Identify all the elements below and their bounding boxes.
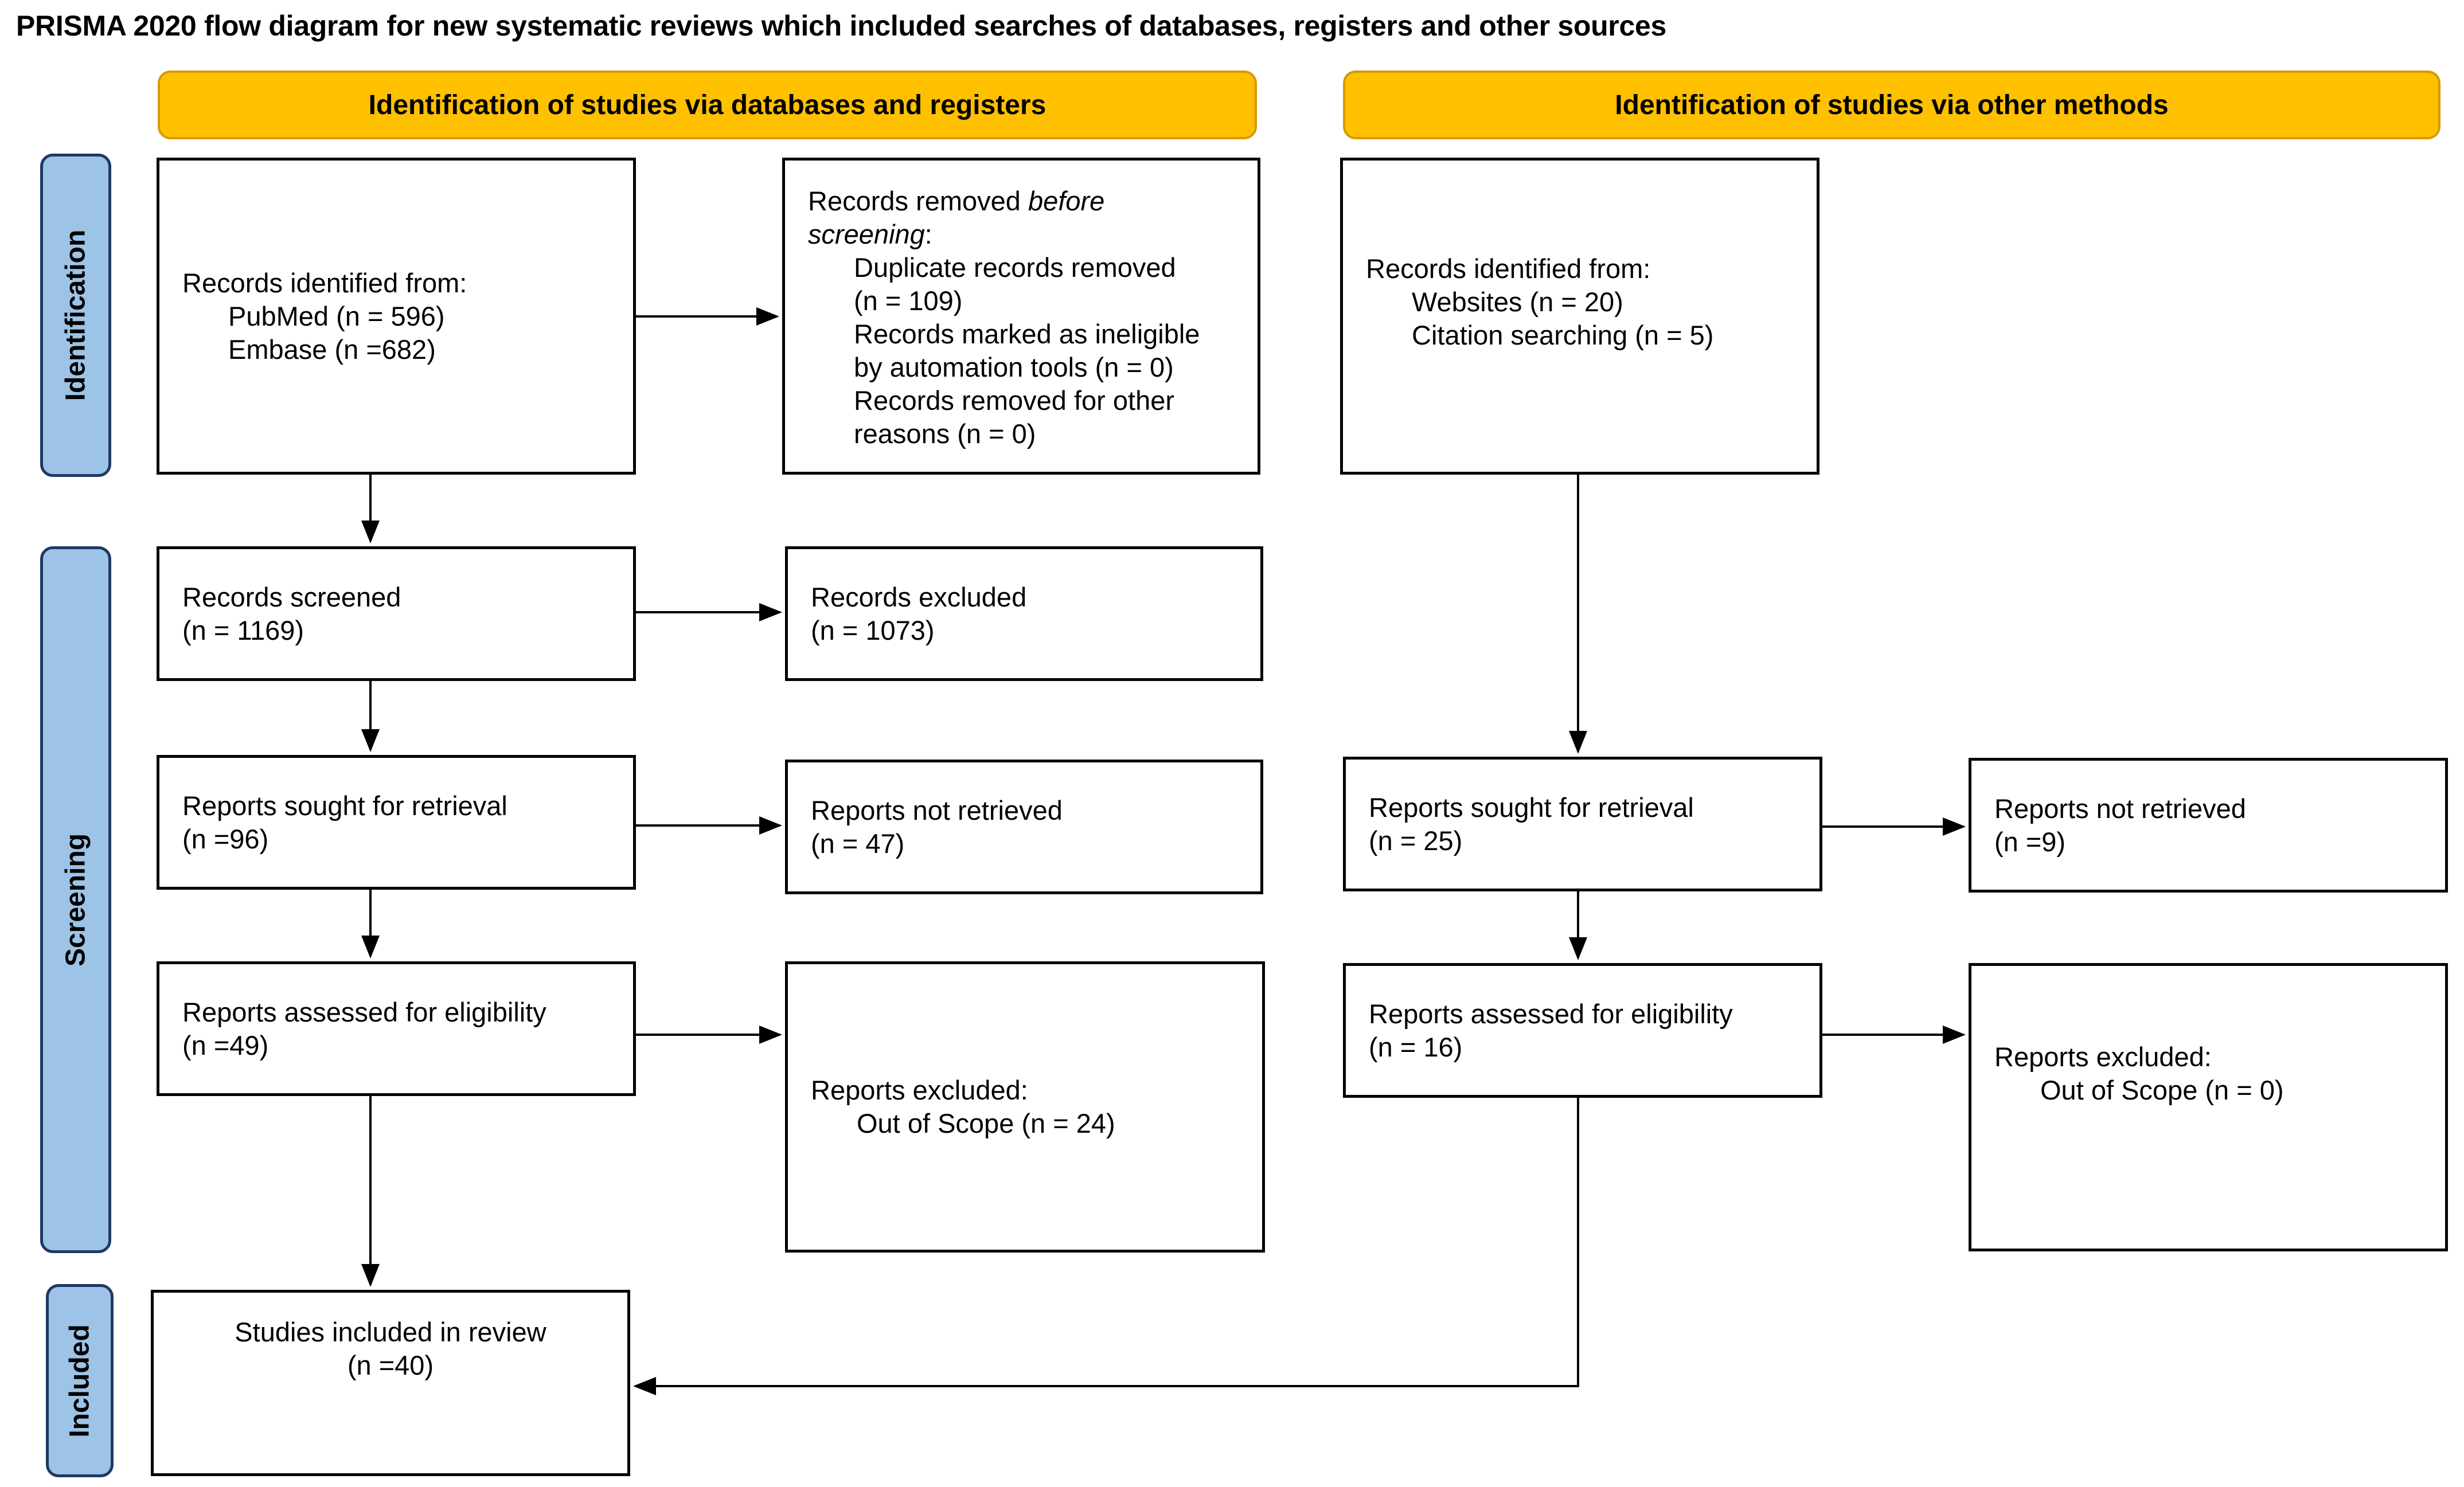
db-removed-automation-n: by automation tools (n = 0): [854, 352, 1174, 382]
other-reports-sought-box: Reports sought for retrieval (n = 25): [1343, 757, 1822, 891]
db-sought-label: Reports sought for retrieval: [182, 790, 507, 821]
db-records-excluded-box: Records excluded (n = 1073): [785, 546, 1263, 681]
db-reports-excluded-box: Reports excluded: Out of Scope (n = 24): [785, 961, 1265, 1253]
other-sought-label: Reports sought for retrieval: [1369, 792, 1694, 823]
db-removed-heading-cont: screening:: [808, 219, 932, 249]
other-assessed-label: Reports assessed for eligibility: [1369, 998, 1733, 1029]
other-reports-excluded-box: Reports excluded: Out of Scope (n = 0): [1969, 963, 2448, 1251]
db-identified-embase: Embase (n =682): [228, 334, 436, 365]
db-reports-assessed-box: Reports assessed for eligibility (n =49): [157, 961, 636, 1096]
db-removed-duplicates: Duplicate records removed: [854, 252, 1176, 283]
other-not-retrieved-n: (n =9): [1994, 826, 2066, 857]
db-removed-heading: Records removed before: [808, 186, 1105, 216]
db-assessed-n: (n =49): [182, 1030, 269, 1061]
db-removed-duplicates-n: (n = 109): [854, 285, 963, 316]
db-records-screened-box: Records screened (n = 1169): [157, 546, 636, 681]
db-sought-n: (n =96): [182, 823, 269, 854]
db-not-retrieved-n: (n = 47): [811, 828, 905, 859]
db-screened-label: Records screened: [182, 581, 401, 612]
other-reports-excluded-reason: Out of Scope (n = 0): [2040, 1075, 2284, 1105]
phase-screening: Screening: [40, 546, 111, 1253]
db-assessed-label: Reports assessed for eligibility: [182, 996, 546, 1027]
other-reports-assessed-box: Reports assessed for eligibility (n = 16…: [1343, 963, 1822, 1098]
db-reports-sought-box: Reports sought for retrieval (n =96): [157, 755, 636, 890]
db-reports-not-retrieved-box: Reports not retrieved (n = 47): [785, 760, 1263, 894]
db-excluded-label: Records excluded: [811, 581, 1027, 612]
studies-included-box: Studies included in review (n =40): [151, 1290, 630, 1476]
db-excluded-n: (n = 1073): [811, 615, 935, 645]
diagram-title: PRISMA 2020 flow diagram for new systema…: [16, 10, 1666, 42]
db-reports-excluded-label: Reports excluded:: [811, 1075, 1028, 1105]
phase-included: Included: [46, 1284, 114, 1477]
other-reports-not-retrieved-box: Reports not retrieved (n =9): [1969, 758, 2448, 893]
other-not-retrieved-label: Reports not retrieved: [1994, 793, 2246, 824]
db-removed-automation: Records marked as ineligible: [854, 319, 1200, 349]
header-databases-registers: Identification of studies via databases …: [158, 71, 1257, 139]
db-records-identified-box: Records identified from: PubMed (n = 596…: [157, 158, 636, 475]
included-label: Studies included in review: [235, 1317, 546, 1347]
other-assessed-n: (n = 16): [1369, 1031, 1463, 1062]
db-identified-heading: Records identified from:: [182, 267, 467, 298]
db-identified-pubmed: PubMed (n = 596): [228, 300, 445, 331]
other-records-identified-box: Records identified from: Websites (n = 2…: [1340, 158, 1819, 475]
other-reports-excluded-label: Reports excluded:: [1994, 1042, 2212, 1072]
db-screened-n: (n = 1169): [182, 615, 304, 645]
db-reports-excluded-reason: Out of Scope (n = 24): [857, 1108, 1115, 1138]
phase-identification: Identification: [40, 154, 111, 477]
other-identified-websites: Websites (n = 20): [1412, 287, 1623, 317]
other-identified-citation: Citation searching (n = 5): [1412, 320, 1714, 350]
db-records-removed-box: Records removed before screening: Duplic…: [782, 158, 1260, 475]
header-other-methods: Identification of studies via other meth…: [1343, 71, 2440, 139]
other-identified-heading: Records identified from:: [1366, 253, 1651, 284]
db-removed-other: Records removed for other: [854, 385, 1175, 416]
included-n: (n =40): [347, 1350, 434, 1380]
db-not-retrieved-label: Reports not retrieved: [811, 795, 1063, 825]
other-sought-n: (n = 25): [1369, 825, 1463, 856]
arrow-other-assessed-to-included: [633, 1098, 1579, 1395]
db-removed-other-n: reasons (n = 0): [854, 418, 1036, 449]
